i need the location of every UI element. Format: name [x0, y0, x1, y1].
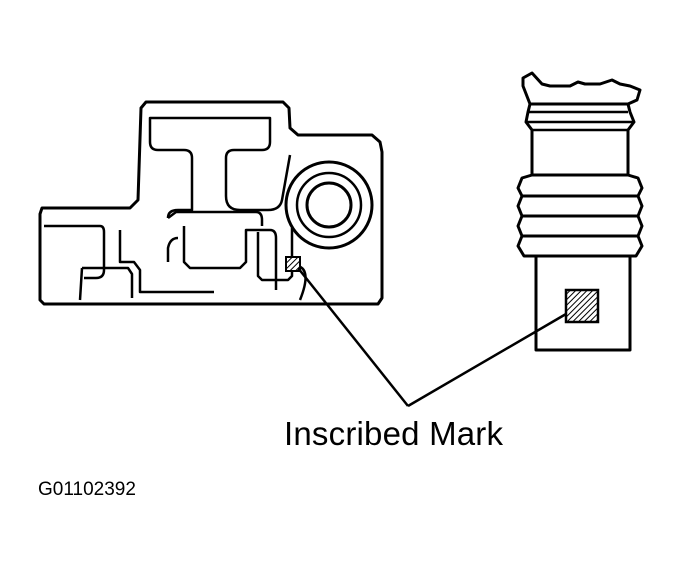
valve-body — [38, 100, 384, 306]
valve-bore-inner — [305, 181, 353, 229]
callout-leaders — [297, 267, 567, 408]
leader-to-spool-mark — [407, 312, 567, 408]
body-inscribed-mark — [285, 256, 301, 272]
figure-code: G01102392 — [38, 479, 136, 500]
inscribed-mark-label: Inscribed Mark — [284, 415, 504, 452]
valve-bore-outer — [284, 160, 374, 250]
valve-spool — [516, 71, 644, 352]
spool-crown — [521, 71, 642, 106]
spool-land-2 — [516, 195, 644, 218]
spool-land-3 — [516, 215, 644, 238]
valve-bore-middle — [295, 171, 363, 239]
spool-stem — [534, 256, 632, 352]
spool-land-1 — [516, 173, 644, 198]
leader-to-body-mark — [297, 267, 409, 407]
spool-inscribed-mark — [564, 288, 600, 324]
valve-body-outline — [38, 100, 384, 306]
spool-land-4 — [516, 235, 644, 258]
valve-body-inner-top — [148, 116, 292, 212]
